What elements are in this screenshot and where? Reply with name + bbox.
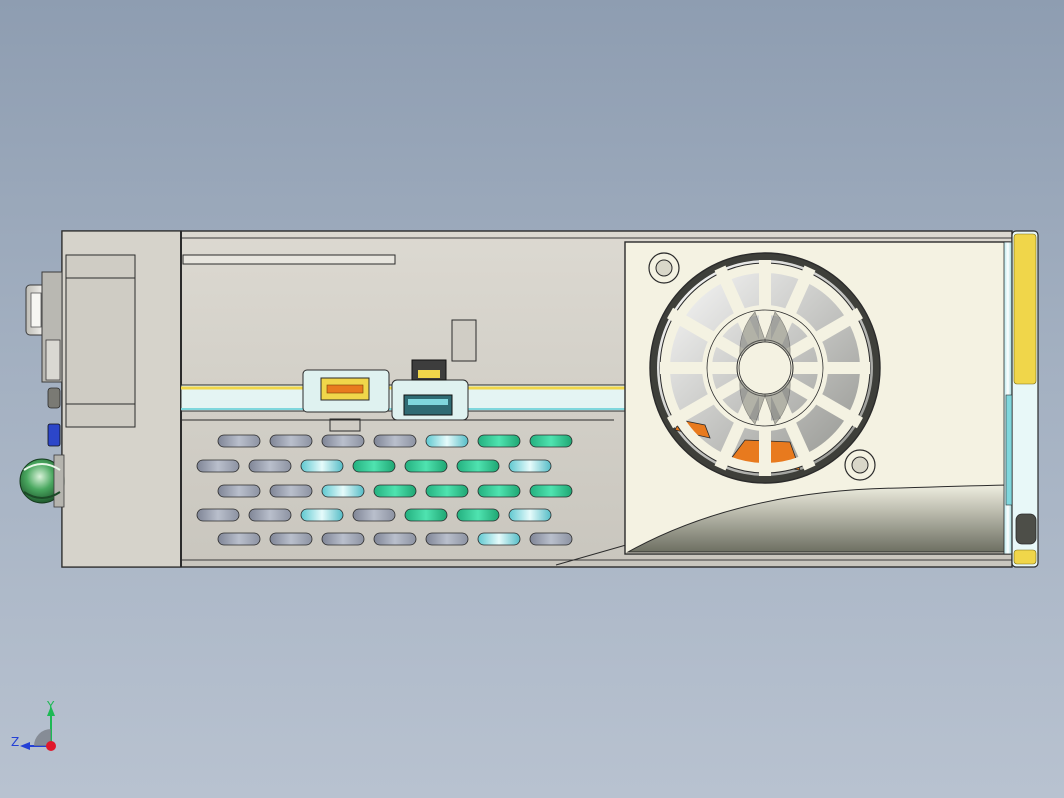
vent-slot xyxy=(529,484,573,498)
vent-slot xyxy=(373,532,417,546)
vent-slot xyxy=(477,532,521,546)
end-cap-cyan-strip xyxy=(1005,394,1013,506)
mount-screw-top-inner xyxy=(655,259,673,277)
vent-slot xyxy=(425,484,469,498)
vent-slot xyxy=(196,459,240,473)
small-port[interactable] xyxy=(45,339,61,381)
vent-slot xyxy=(196,508,240,522)
triad-plane xyxy=(34,729,51,746)
clip-right-window-inner xyxy=(408,399,448,405)
vent-slot xyxy=(404,459,448,473)
triad-y-label: Y xyxy=(46,699,55,713)
blue-connector[interactable] xyxy=(47,423,61,447)
front-panel[interactable] xyxy=(61,230,182,568)
tab-under-clip xyxy=(329,418,361,432)
left-connectors[interactable] xyxy=(19,271,65,508)
coordinate-triad[interactable]: Z Y xyxy=(11,699,56,751)
end-cap-yellow-bottom xyxy=(1013,549,1037,565)
vent-slot xyxy=(456,508,500,522)
fan-hub-cap xyxy=(738,341,792,395)
latch-yellow xyxy=(418,370,440,378)
triad-y-arrow xyxy=(47,706,55,716)
fan-panel-curved-cutout xyxy=(627,484,1009,553)
vent-slot xyxy=(217,532,261,546)
top-slot xyxy=(182,254,396,265)
screw-terminal[interactable] xyxy=(47,387,61,409)
vent-slot xyxy=(456,459,500,473)
vent-slot xyxy=(269,532,313,546)
vent-slot xyxy=(269,434,313,448)
vent-slot xyxy=(217,484,261,498)
vent-slot xyxy=(529,532,573,546)
vent-slot xyxy=(529,434,573,448)
top-rail xyxy=(182,254,477,362)
vent-slot xyxy=(300,508,344,522)
fan-inner-hub-ring xyxy=(706,309,824,427)
vent-slot xyxy=(217,434,261,448)
triad-z-arrow xyxy=(20,742,30,750)
vent-grid-slope xyxy=(555,544,627,566)
vent-slot xyxy=(508,459,552,473)
vent-slot xyxy=(373,484,417,498)
mounting-rail[interactable] xyxy=(180,359,627,432)
vent-slot xyxy=(425,434,469,448)
front-panel-window xyxy=(65,254,136,428)
vent-slot xyxy=(477,434,521,448)
vent-slot xyxy=(321,484,365,498)
end-cap[interactable] xyxy=(1003,230,1039,568)
vent-slot xyxy=(425,532,469,546)
vent-slot xyxy=(269,484,313,498)
component-block[interactable] xyxy=(451,319,477,362)
vent-slot xyxy=(248,459,292,473)
triad-z-label: Z xyxy=(11,735,19,749)
db-connector-inner xyxy=(30,292,42,328)
vent-slot xyxy=(300,459,344,473)
fan-panel[interactable] xyxy=(624,241,1011,555)
vent-slot xyxy=(321,434,365,448)
vent-slot xyxy=(248,508,292,522)
vent-slot xyxy=(373,434,417,448)
vent-grid xyxy=(181,419,627,566)
green-knob-base xyxy=(53,454,65,508)
clip-left-orange xyxy=(326,384,364,394)
green-knob-ridge xyxy=(23,491,61,499)
end-cap-yellow-top xyxy=(1013,233,1037,385)
triad-origin xyxy=(46,741,56,751)
vent-slot xyxy=(477,484,521,498)
end-cap-dark-slot xyxy=(1015,513,1037,545)
fan[interactable] xyxy=(649,252,881,484)
green-knob-ridge xyxy=(23,463,61,471)
vent-slot xyxy=(404,508,448,522)
vent-slot xyxy=(352,508,396,522)
vent-slot xyxy=(508,508,552,522)
vent-slot xyxy=(352,459,396,473)
vent-slot xyxy=(321,532,365,546)
mount-screw-bottom-inner xyxy=(851,456,869,474)
